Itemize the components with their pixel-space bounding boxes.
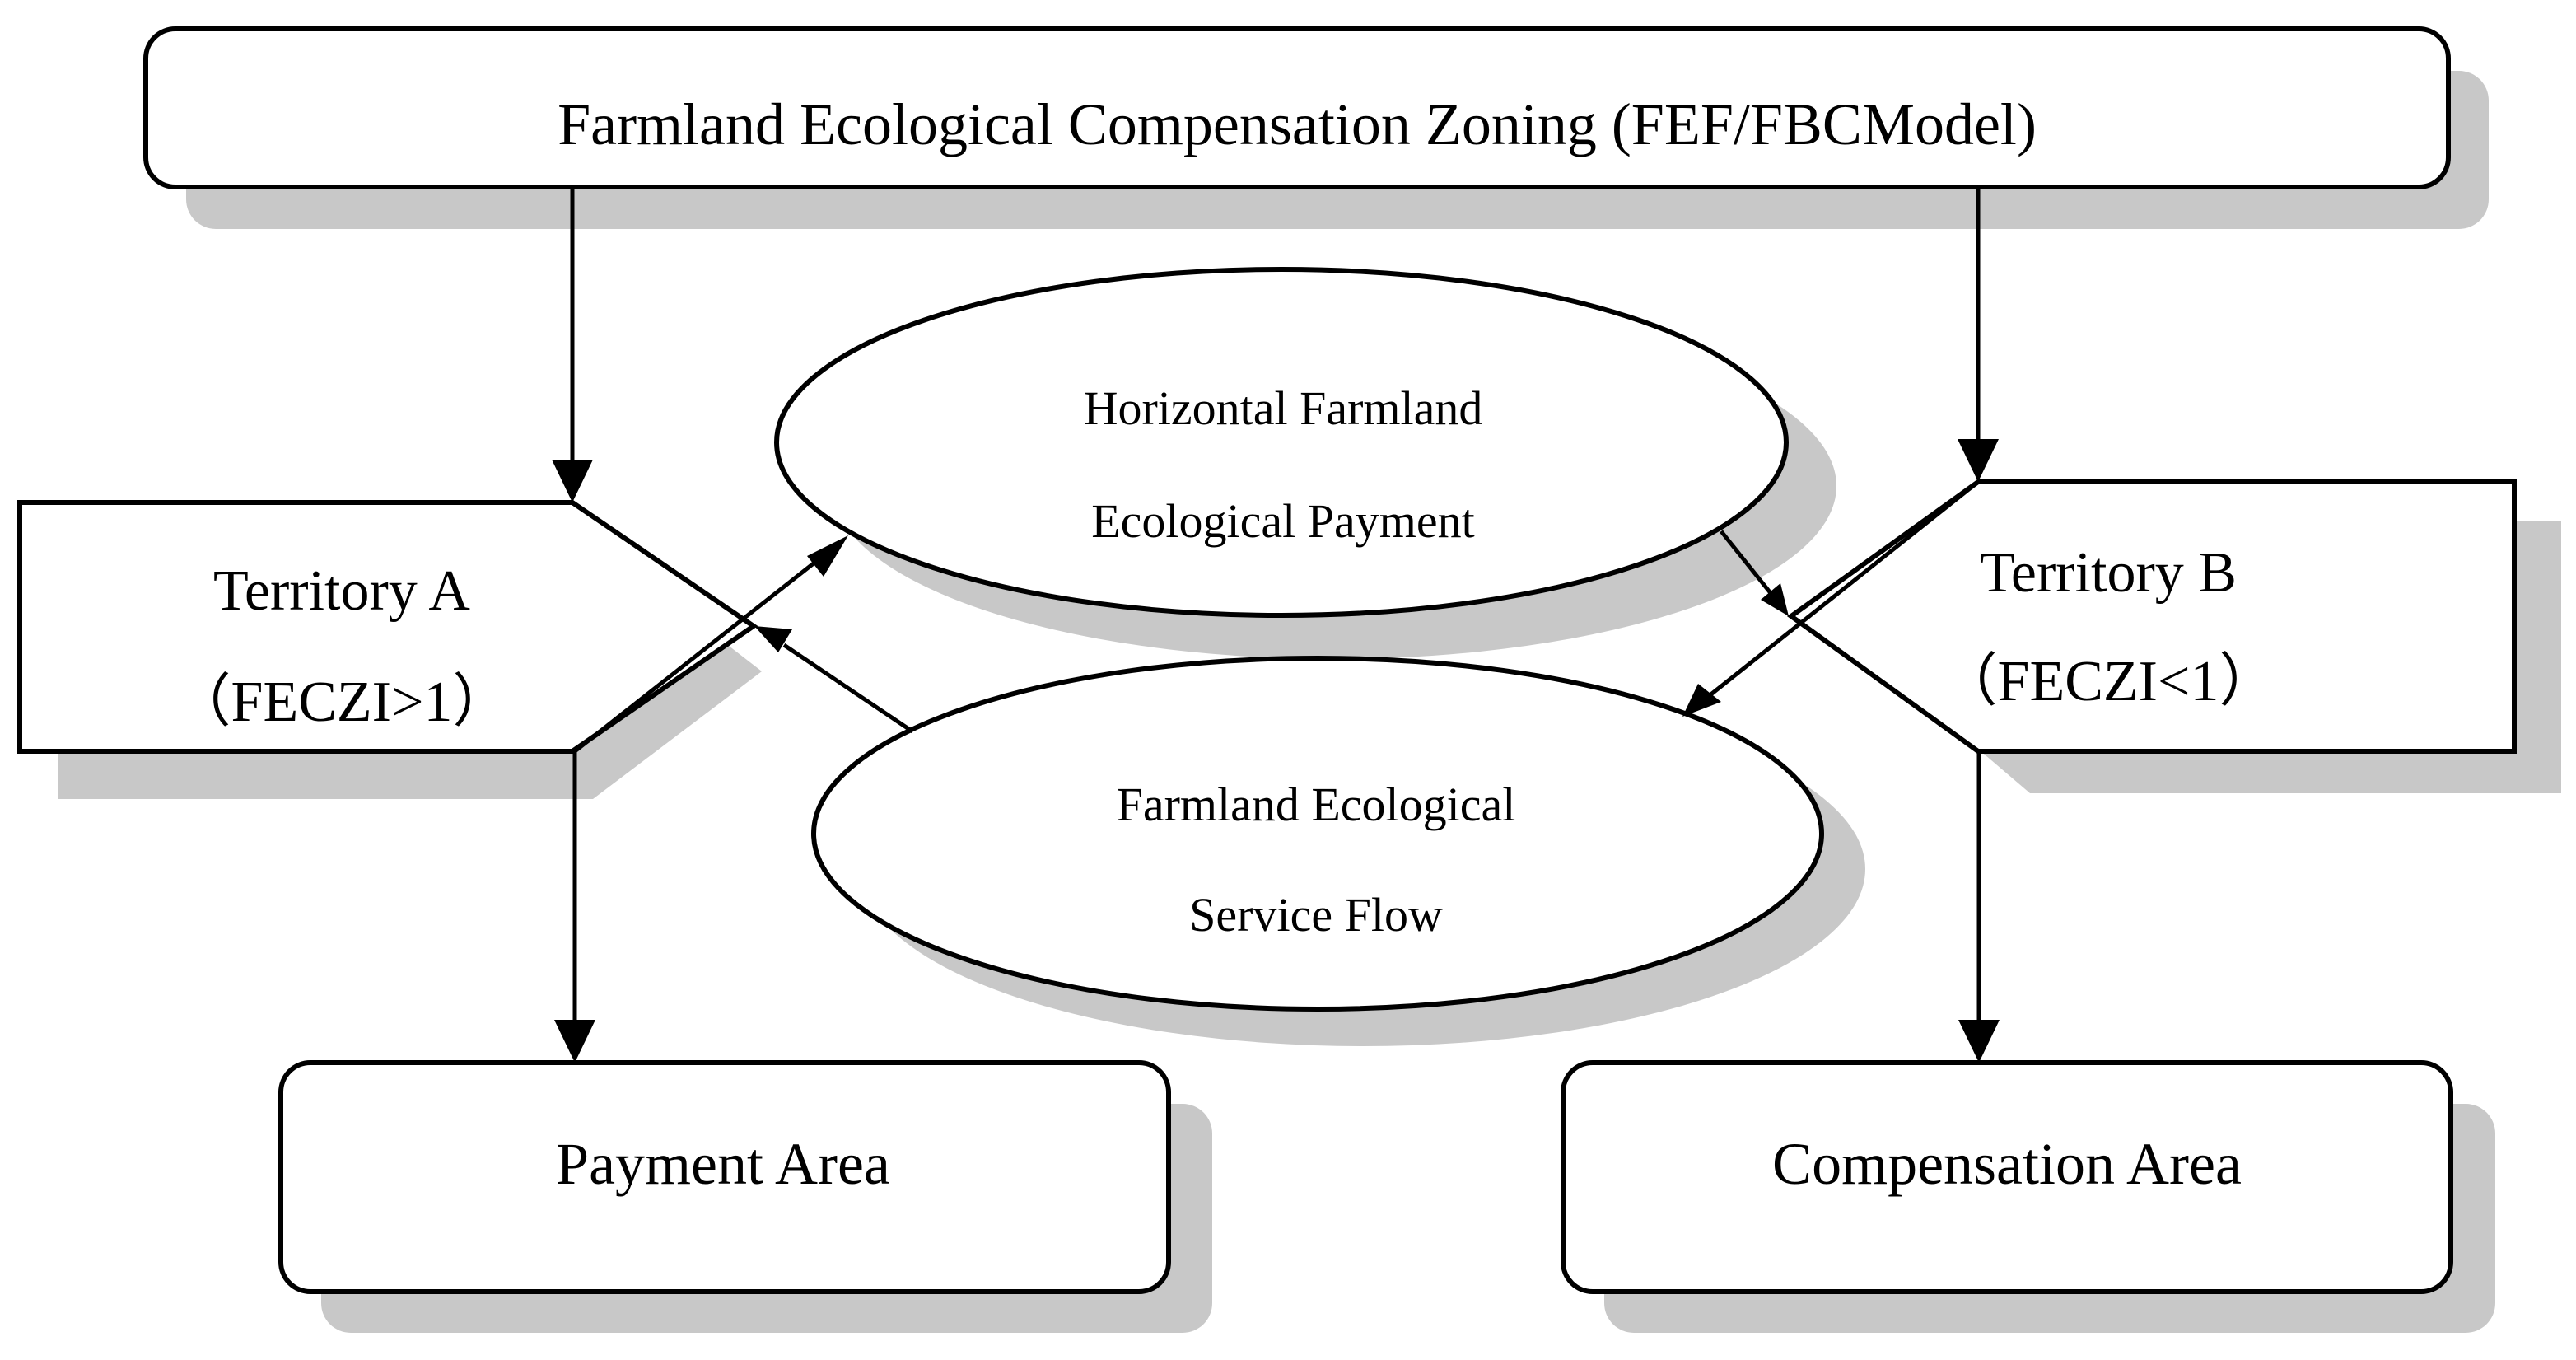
arrowhead-territory-a-side — [754, 626, 792, 652]
arrowhead-service-ellipse — [1682, 684, 1721, 717]
arrow-territory-a-to-payment-ellipse — [573, 555, 824, 753]
arrow-service-ellipse-to-territory-a — [782, 643, 914, 734]
title-box-label: Farmland Ecological Compensation Zoning … — [558, 91, 2037, 157]
territory-a-box: Territory A （FECZI>1） — [17, 500, 758, 754]
arrowhead-territory-b-top — [1958, 439, 1999, 482]
compensation-area-label: Compensation Area — [1772, 1131, 2242, 1197]
payment-ellipse-line2: Ecological Payment — [1091, 494, 1474, 548]
service-ellipse: Farmland Ecological Service Flow — [811, 656, 1824, 1012]
territory-a-condition: （FECZI>1） — [174, 671, 511, 734]
arrowhead-compensation-area — [1958, 1020, 2000, 1063]
arrowhead-payment-area — [554, 1020, 595, 1063]
arrowhead-territory-a-top — [552, 460, 593, 502]
payment-area-box: Payment Area — [278, 1060, 1171, 1294]
arrowhead-territory-b-side — [1761, 583, 1789, 616]
compensation-area-box: Compensation Area — [1561, 1060, 2453, 1294]
payment-ellipse-line1: Horizontal Farmland — [1084, 381, 1483, 435]
territory-a-name: Territory A — [213, 559, 470, 623]
territory-b-box: Territory B （FECZI<1） — [1786, 479, 2517, 754]
title-box: Farmland Ecological Compensation Zoning … — [143, 26, 2451, 189]
arrowhead-payment-ellipse — [807, 535, 848, 577]
territory-b-name: Territory B — [1980, 541, 2237, 605]
arrow-payment-ellipse-to-territory-b — [1720, 530, 1772, 595]
territory-b-condition: （FECZI<1） — [1940, 650, 2277, 713]
arrow-territory-b-to-service-ellipse — [1707, 480, 1980, 698]
service-ellipse-line1: Farmland Ecological — [1117, 778, 1516, 831]
service-ellipse-line2: Service Flow — [1189, 888, 1443, 942]
payment-ellipse: Horizontal Farmland Ecological Payment — [774, 267, 1789, 618]
payment-area-label: Payment Area — [556, 1131, 890, 1197]
